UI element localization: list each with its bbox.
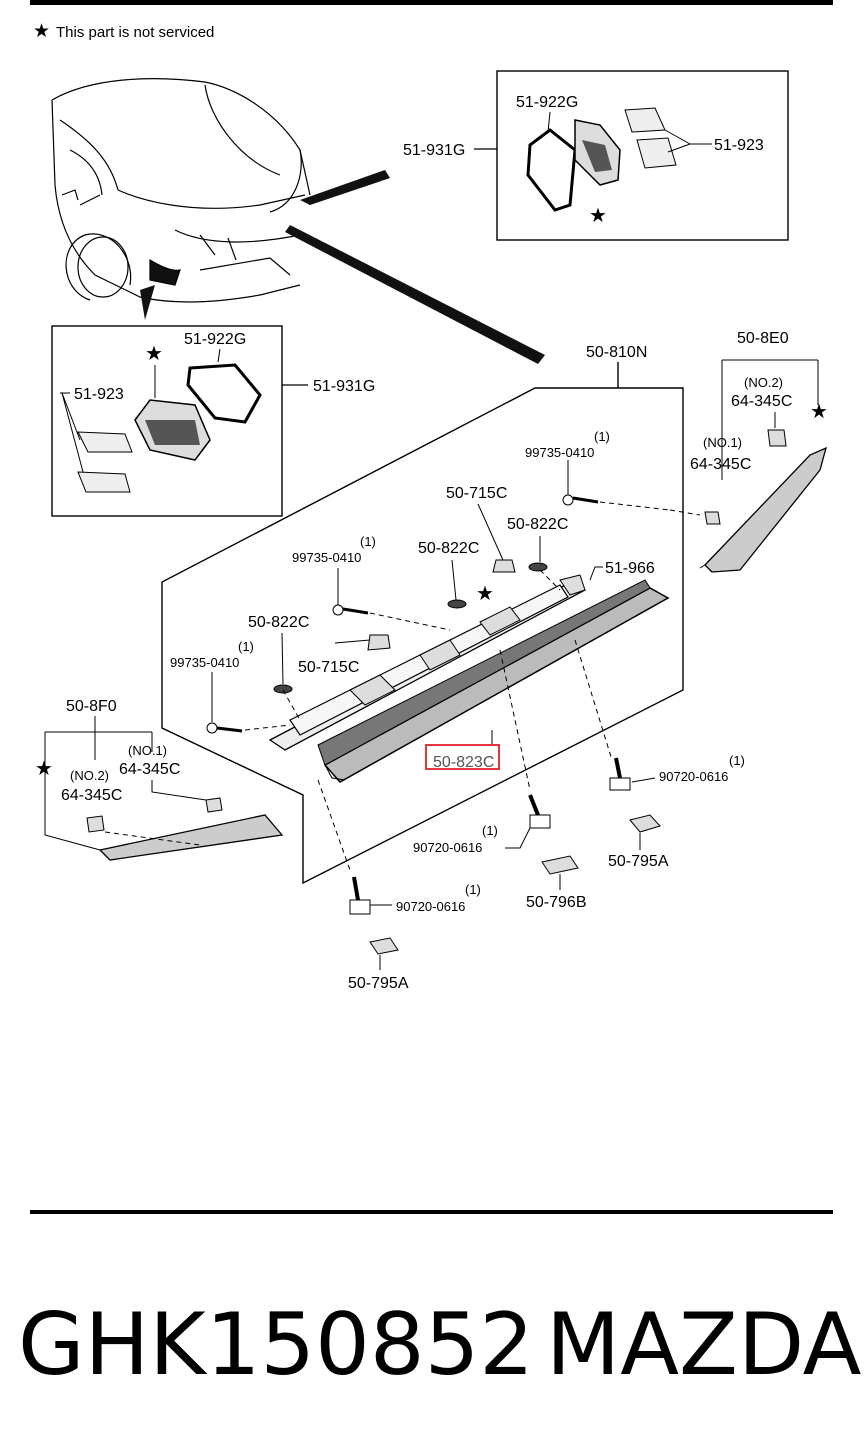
star-icon: ★ [589, 205, 607, 227]
star-icon: ★ [810, 401, 828, 423]
part-number: GHK150852 [18, 1295, 534, 1395]
bolt-label: 90720-0616 [396, 899, 465, 914]
clip-715c-right: 50-715C [446, 485, 516, 573]
screw-label: 99735-0410 [292, 550, 361, 565]
brand-name: MAZDA [546, 1295, 862, 1395]
main-molding [268, 574, 670, 783]
right-molding: 50-8E0 (NO.2) 64-345C (NO.1) 64-345C ★ [690, 330, 828, 573]
screw-middle: (1) 99735-0410 [292, 534, 451, 631]
screw-label: 99735-0410 [525, 445, 594, 460]
highlighted-part-label: 50-823C [433, 754, 494, 771]
inset-top: 51-931G 51-922G ★ 51-923 [403, 70, 789, 241]
no1-label: (NO.1) [703, 435, 742, 450]
main-assembly-frame [161, 362, 684, 885]
left-assembly-label: 50-8F0 [66, 698, 117, 715]
screw-label: 99735-0410 [170, 655, 239, 670]
inset-top-assembly-label: 51-931G [403, 142, 465, 159]
grommet-822c-label: 50-822C [418, 540, 479, 557]
bolt-label: 90720-0616 [659, 769, 728, 784]
clip-label: 64-345C [690, 456, 751, 473]
clip-label: 64-345C [61, 787, 122, 804]
star-icon: ★ [35, 758, 53, 780]
bolt-right: (1) 90720-0616 [609, 753, 745, 791]
clip-715c-label: 50-715C [446, 485, 507, 502]
top-rule [30, 0, 833, 5]
clip-795a-lower: 50-795A [348, 937, 409, 992]
qty-label: (1) [238, 639, 254, 654]
clip-715c-label: 50-715C [298, 659, 359, 676]
clip-795a-label: 50-795A [348, 975, 409, 992]
no1-label: (NO.1) [128, 743, 167, 758]
left-molding: 50-8F0 ★ (NO.1) 64-345C (NO.2) 64-345C [35, 698, 284, 861]
inset-left-gasket-label: 51-922G [184, 331, 246, 348]
car-rear-illustration [51, 78, 311, 303]
spoiler-strip [140, 170, 545, 364]
inset-top-gasket-label: 51-922G [516, 94, 578, 111]
clip-795a-label: 50-795A [608, 853, 669, 870]
star-icon: ★ [145, 343, 163, 365]
clip-715c-left: 50-715C [298, 634, 391, 676]
bottom-rule [30, 1210, 833, 1214]
clip-796b: 50-796B [526, 855, 587, 911]
no2-label: (NO.2) [70, 768, 109, 783]
qty-label: (1) [729, 753, 745, 768]
screw-left: (1) 99735-0410 [170, 639, 254, 734]
note-text: This part is not serviced [56, 24, 214, 41]
star-icon: ★ [476, 583, 494, 605]
right-assembly-label: 50-8E0 [737, 330, 789, 347]
main-assembly-label: 50-810N [586, 344, 647, 361]
clip-796b-label: 50-796B [526, 894, 587, 911]
qty-label: (1) [482, 823, 498, 838]
molding-966-label: 51-966 [605, 560, 655, 577]
inset-left-assembly-label: 51-931G [313, 378, 375, 395]
grommet-822c-label: 50-822C [507, 516, 568, 533]
grommet-822c-middle: 50-822C [418, 540, 479, 609]
inset-left-pad-label: 51-923 [74, 386, 124, 403]
clip-label: 64-345C [731, 393, 792, 410]
grommet-822c-left: 50-822C [248, 614, 309, 694]
star-icon: ★ [33, 21, 50, 42]
parts-diagram: ★ This part is not serviced 51-931G 51-9… [33, 21, 828, 992]
inset-left: 51-931G 51-922G ★ 51-923 [51, 325, 375, 517]
bolt-middle: (1) 90720-0616 [413, 794, 551, 855]
qty-label: (1) [594, 429, 610, 444]
grommet-822c-label: 50-822C [248, 614, 309, 631]
qty-label: (1) [360, 534, 376, 549]
grommet-822c-right: 50-822C [507, 516, 568, 572]
clip-label: 64-345C [119, 761, 180, 778]
screw-right: (1) 99735-0410 [525, 429, 671, 511]
footer-caption: GHK150852 MAZDA [18, 1290, 862, 1400]
highlight-callout: 50-823C [425, 730, 500, 771]
clip-795a-right: 50-795A [608, 814, 669, 870]
qty-label: (1) [465, 882, 481, 897]
not-serviced-note: ★ This part is not serviced [33, 21, 214, 42]
assembly-lines [244, 509, 701, 871]
bolt-label: 90720-0616 [413, 840, 482, 855]
bolt-lower: (1) 90720-0616 [349, 876, 481, 915]
no2-label: (NO.2) [744, 375, 783, 390]
inset-top-pad-label: 51-923 [714, 137, 764, 154]
